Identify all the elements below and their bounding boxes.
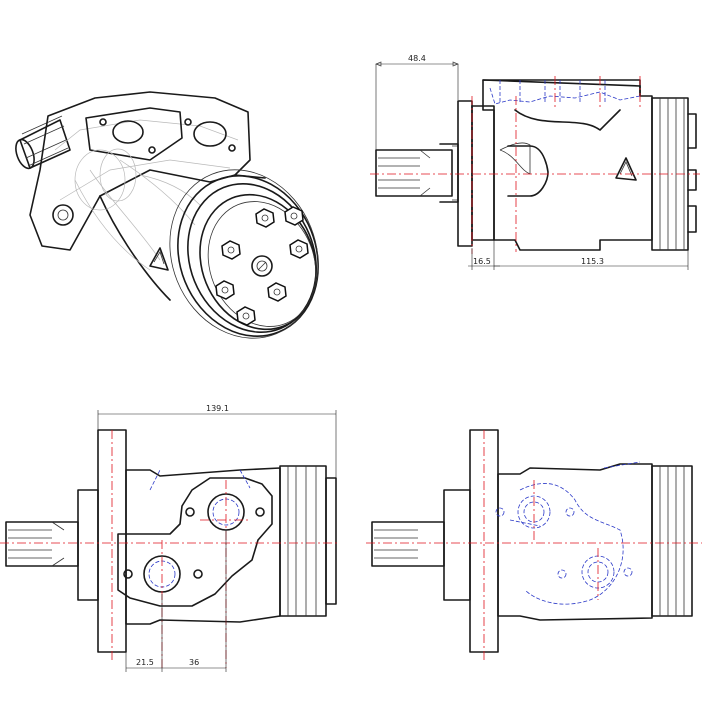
dim-overall-length: 139.1 xyxy=(206,404,229,413)
rear-hidden-ports xyxy=(495,495,633,589)
front-dim-ports: 21.5 36 xyxy=(125,530,227,672)
bolt-icon xyxy=(289,239,309,259)
side-view: 48.4 16.5 115.3 xyxy=(370,54,700,270)
bolt-icon xyxy=(236,306,256,326)
isometric-view xyxy=(15,91,319,339)
front-shaft xyxy=(5,489,99,601)
bolt-icon xyxy=(215,280,235,300)
bolt-icon xyxy=(284,206,304,226)
rear-view xyxy=(366,429,702,660)
side-flange-boss xyxy=(471,105,495,241)
front-dim-139: 139.1 xyxy=(97,404,337,478)
side-body xyxy=(482,79,653,251)
iso-flange xyxy=(29,91,251,251)
bolt-icon xyxy=(221,240,241,260)
iso-endcap xyxy=(169,169,319,339)
bolt-icon xyxy=(255,208,275,228)
rear-flange xyxy=(469,429,499,653)
dim-flange-offset: 16.5 xyxy=(473,257,491,266)
side-flange xyxy=(457,100,473,247)
rear-body xyxy=(497,461,653,621)
rear-endcap xyxy=(651,465,693,617)
side-dim-48: 48.4 xyxy=(375,54,459,150)
front-view: 139.1 21.5 36 xyxy=(0,404,340,672)
dim-port-offset-a: 21.5 xyxy=(136,658,154,667)
dim-port-offset-b: 36 xyxy=(189,658,199,667)
dim-shaft-extension: 48.4 xyxy=(408,54,426,63)
front-body xyxy=(117,467,281,625)
front-endcap xyxy=(279,465,337,617)
side-dim-115: 115.3 xyxy=(494,250,689,270)
iso-body xyxy=(74,148,266,301)
rear-shaft xyxy=(371,489,471,601)
iso-bolts xyxy=(215,206,309,326)
bolt-icon xyxy=(267,282,287,302)
center-plug-icon xyxy=(251,255,273,277)
side-shaft xyxy=(375,143,459,203)
dim-body-length: 115.3 xyxy=(581,257,604,266)
